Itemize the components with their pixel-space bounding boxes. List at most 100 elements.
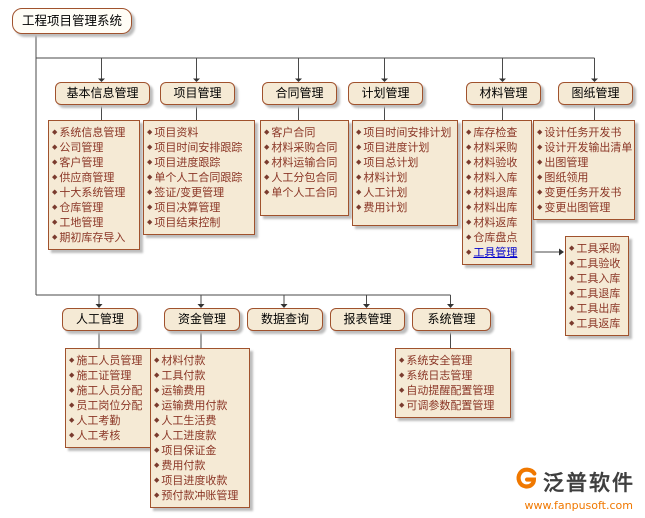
- bullet-icon: ◆: [466, 143, 472, 151]
- bullet-icon: ◆: [52, 143, 58, 151]
- bullet-icon: ◆: [154, 476, 160, 484]
- item-label: 材料退库: [473, 186, 518, 199]
- item-label: 十大系统管理: [59, 186, 126, 199]
- list-item: ◆仓库管理: [52, 200, 136, 215]
- item-label: 施工人员分配: [76, 384, 143, 397]
- list-contract: ◆客户合同◆材料采购合同◆材料运输合同◆人工分包合同◆单个人工合同: [260, 120, 349, 216]
- item-label: 客户管理: [59, 156, 104, 169]
- item-label: 项目结束控制: [154, 216, 221, 229]
- logo-url-link[interactable]: www.fanpusoft.com: [524, 499, 633, 512]
- bullet-icon: ◆: [154, 431, 160, 439]
- bullet-icon: ◆: [569, 244, 575, 252]
- category-labor: 人工管理: [62, 308, 138, 331]
- list-item: ◆变更出图管理: [537, 200, 631, 215]
- bullet-icon: ◆: [264, 188, 270, 196]
- list-item: ◆运输费用付款: [154, 398, 246, 413]
- item-label: 公司管理: [59, 141, 104, 154]
- item-label: 员工岗位分配: [76, 399, 143, 412]
- category-contract: 合同管理: [262, 82, 337, 105]
- item-label: 项目进度计划: [363, 141, 430, 154]
- list-item: ◆设计开发输出清单: [537, 140, 633, 155]
- list-item: ◆变更任务开发书: [537, 185, 631, 200]
- list-project: ◆项目资料◆项目时间安排跟踪◆项目进度跟踪◆单个人工合同跟踪◆签证/变更管理◆项…: [143, 120, 255, 235]
- bullet-icon: ◆: [399, 371, 405, 379]
- bullet-icon: ◆: [52, 203, 58, 211]
- list-item: ◆项目时间安排跟踪: [147, 140, 251, 155]
- item-label: 材料付款: [161, 354, 206, 367]
- list-item: ◆运输费用: [154, 383, 246, 398]
- category-funds: 资金管理: [164, 308, 240, 331]
- bullet-icon: ◆: [264, 128, 270, 136]
- list-funds: ◆材料付款◆工具付款◆运输费用◆运输费用付款◆人工生活费◆人工进度款◆项目保证金…: [150, 348, 250, 508]
- list-plan: ◆项目时间安排计划◆项目进度计划◆项目总计划◆材料计划◆人工计划◆费用计划: [352, 120, 458, 226]
- list-labor: ◆施工人员管理◆施工证管理◆施工人员分配◆员工岗位分配◆人工考勤◆人工考核: [65, 348, 161, 448]
- bullet-icon: ◆: [69, 416, 75, 424]
- list-item: ◆项目总计划: [356, 155, 454, 170]
- item-label: 材料出库: [473, 201, 518, 214]
- list-item: ◆十大系统管理: [52, 185, 136, 200]
- item-label: 人工分包合同: [271, 171, 338, 184]
- item-label: 施工证管理: [76, 369, 132, 382]
- category-system: 系统管理: [412, 308, 491, 331]
- list-item: ◆材料计划: [356, 170, 454, 185]
- list-item: ◆工具付款: [154, 368, 246, 383]
- bullet-icon: ◆: [154, 416, 160, 424]
- list-item: ◆材料出库: [466, 200, 528, 215]
- list-item: ◆工具采购: [569, 241, 625, 256]
- list-item: ◆图纸领用: [537, 170, 631, 185]
- item-label: 工具出库: [576, 302, 621, 315]
- root-node: 工程项目管理系统: [12, 8, 132, 34]
- tool-management-link[interactable]: 工具管理: [473, 246, 518, 259]
- bullet-icon: ◆: [52, 158, 58, 166]
- item-label: 工具付款: [161, 369, 206, 382]
- list-item: ◆自动提醒配置管理: [399, 383, 507, 398]
- list-item[interactable]: ◆工具管理: [466, 245, 528, 260]
- list-tools: ◆工具采购◆工具验收◆工具入库◆工具退库◆工具出库◆工具返库: [565, 236, 629, 336]
- bullet-icon: ◆: [537, 158, 543, 166]
- bullet-icon: ◆: [154, 491, 160, 499]
- bullet-icon: ◆: [147, 188, 153, 196]
- bullet-icon: ◆: [52, 218, 58, 226]
- list-item: ◆项目资料: [147, 125, 251, 140]
- bullet-icon: ◆: [356, 128, 362, 136]
- list-item: ◆客户合同: [264, 125, 345, 140]
- list-item: ◆人工进度款: [154, 428, 246, 443]
- item-label: 材料验收: [473, 156, 518, 169]
- bullet-icon: ◆: [537, 203, 543, 211]
- bullet-icon: ◆: [52, 233, 58, 241]
- bullet-icon: ◆: [399, 386, 405, 394]
- item-label: 人工计划: [363, 186, 408, 199]
- item-label: 人工考勤: [76, 414, 121, 427]
- list-system: ◆系统安全管理◆系统日志管理◆自动提醒配置管理◆可调参数配置管理: [395, 348, 511, 418]
- item-label: 项目资料: [154, 126, 199, 139]
- fanpu-logo-icon: [515, 466, 539, 498]
- bullet-icon: ◆: [356, 158, 362, 166]
- bullet-icon: ◆: [466, 188, 472, 196]
- item-label: 供应商管理: [59, 171, 115, 184]
- item-label: 设计开发输出清单: [544, 141, 633, 154]
- bullet-icon: ◆: [154, 401, 160, 409]
- item-label: 材料计划: [363, 171, 408, 184]
- item-label: 费用计划: [363, 201, 408, 214]
- bullet-icon: ◆: [399, 401, 405, 409]
- list-item: ◆单个人工合同跟踪: [147, 170, 251, 185]
- list-item: ◆材料入库: [466, 170, 528, 185]
- item-label: 项目时间安排跟踪: [154, 141, 243, 154]
- list-item: ◆材料退库: [466, 185, 528, 200]
- list-item: ◆项目结束控制: [147, 215, 251, 230]
- item-label: 变更出图管理: [544, 201, 611, 214]
- bullet-icon: ◆: [569, 289, 575, 297]
- list-item: ◆施工人员管理: [69, 353, 157, 368]
- bullet-icon: ◆: [466, 218, 472, 226]
- bullet-icon: ◆: [356, 173, 362, 181]
- bullet-icon: ◆: [147, 218, 153, 226]
- list-item: ◆人工生活费: [154, 413, 246, 428]
- list-item: ◆材料采购: [466, 140, 528, 155]
- item-label: 人工考核: [76, 429, 121, 442]
- list-item: ◆项目进度计划: [356, 140, 454, 155]
- bullet-icon: ◆: [264, 173, 270, 181]
- bullet-icon: ◆: [264, 143, 270, 151]
- list-item: ◆工具验收: [569, 256, 625, 271]
- item-label: 项目进度收款: [161, 474, 228, 487]
- bullet-icon: ◆: [466, 203, 472, 211]
